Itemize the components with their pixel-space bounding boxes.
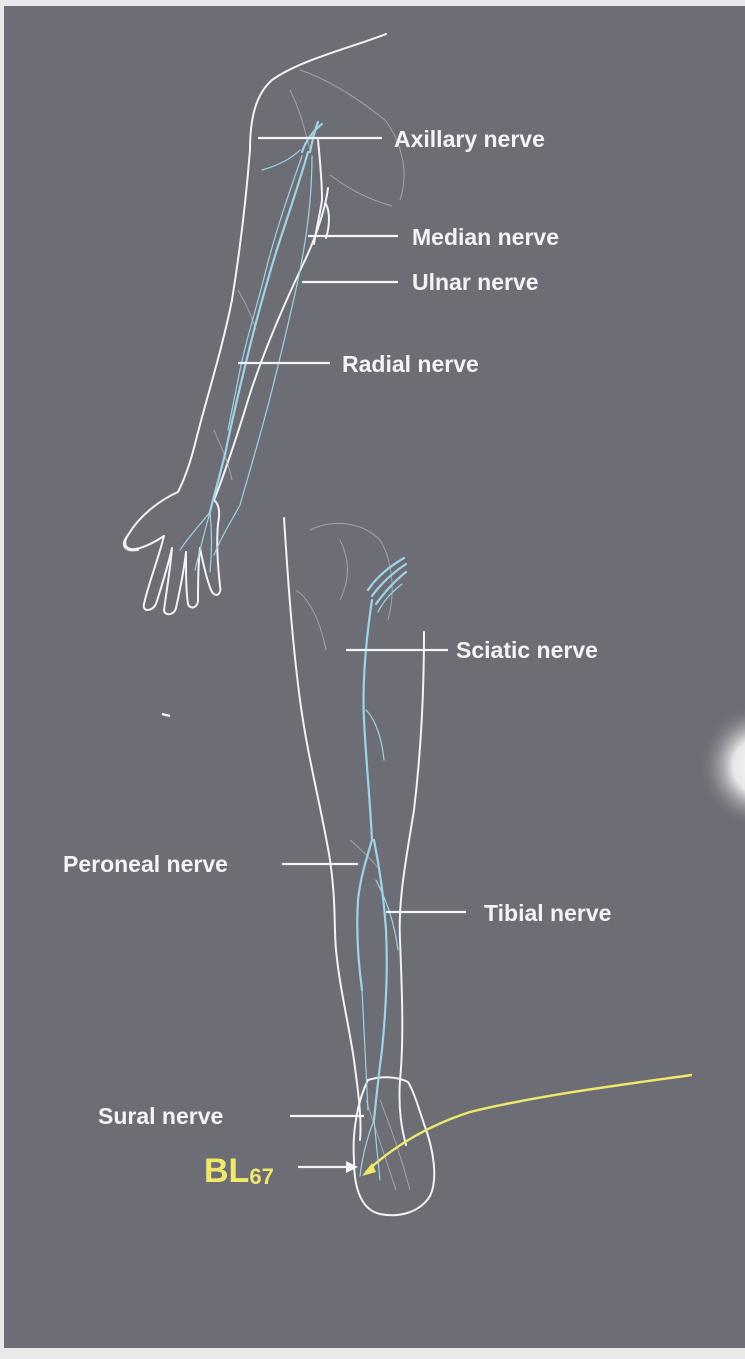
label-ulnar-nerve: Ulnar nerve <box>412 269 539 295</box>
label-radial-nerve: Radial nerve <box>342 351 479 377</box>
background-panel <box>4 6 745 1348</box>
label-peroneal-nerve: Peroneal nerve <box>63 851 228 877</box>
label-axillary-nerve: Axillary nerve <box>394 126 545 152</box>
acupoint-prefix: BL <box>204 1152 249 1190</box>
label-sciatic-nerve: Sciatic nerve <box>456 637 598 663</box>
label-sural-nerve: Sural nerve <box>98 1103 223 1129</box>
label-median-nerve: Median nerve <box>412 224 559 250</box>
acupoint-subscript: 67 <box>249 1164 273 1189</box>
label-tibial-nerve: Tibial nerve <box>484 900 611 926</box>
